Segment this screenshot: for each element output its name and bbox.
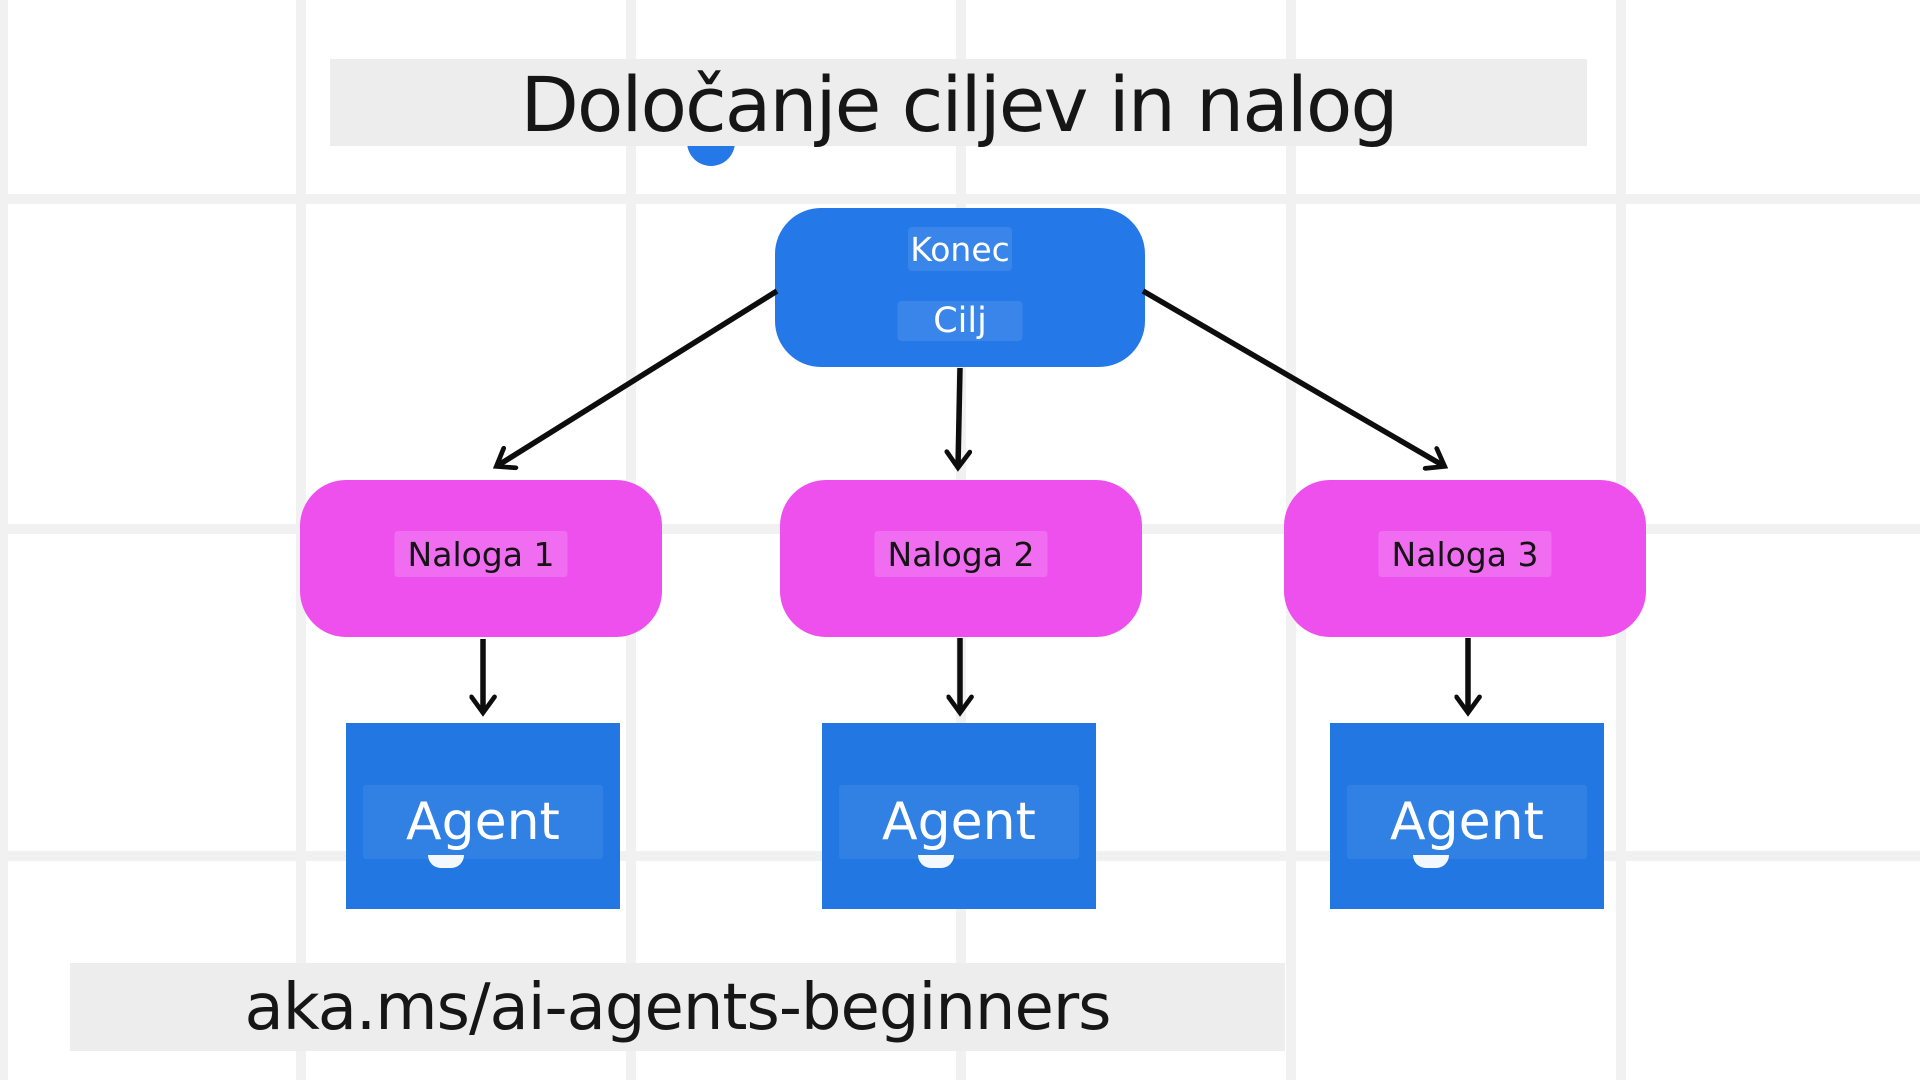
hidden-arc-shape <box>918 855 954 868</box>
title-banner: Določanje ciljev in nalog <box>330 59 1587 146</box>
goal-node-label-konec: Konec <box>908 227 1012 271</box>
agent-node-label: Agent <box>1347 785 1587 859</box>
task-node-2: Naloga 2 <box>780 480 1142 637</box>
agent-node-3: Agent <box>1330 723 1604 909</box>
footer-link-text: aka.ms/ai-agents-beginners <box>244 971 1112 1045</box>
agent-node-label: Agent <box>839 785 1079 859</box>
grid-line-vertical <box>0 0 8 1080</box>
task-node-3: Naloga 3 <box>1284 480 1646 637</box>
page-title: Določanje ciljev in nalog <box>520 59 1398 149</box>
task-node-label: Naloga 2 <box>874 531 1048 577</box>
task-node-label: Naloga 1 <box>394 531 568 577</box>
goal-node: Konec Cilj <box>775 208 1145 367</box>
hidden-arc-shape <box>1413 855 1449 868</box>
arrow-goal-to-task-3 <box>1141 288 1444 466</box>
goal-node-label-cilj: Cilj <box>897 301 1023 341</box>
agent-node-1: Agent <box>346 723 620 909</box>
arrow-goal-to-task-2 <box>958 367 960 467</box>
agent-node-label: Agent <box>363 785 603 859</box>
footer-banner: aka.ms/ai-agents-beginners <box>70 963 1285 1051</box>
task-node-label: Naloga 3 <box>1378 531 1552 577</box>
task-node-1: Naloga 1 <box>300 480 662 637</box>
arrow-goal-to-task-1 <box>497 288 779 466</box>
agent-node-2: Agent <box>822 723 1096 909</box>
grid-line-horizontal <box>0 194 1920 204</box>
hidden-arc-shape <box>428 855 464 868</box>
